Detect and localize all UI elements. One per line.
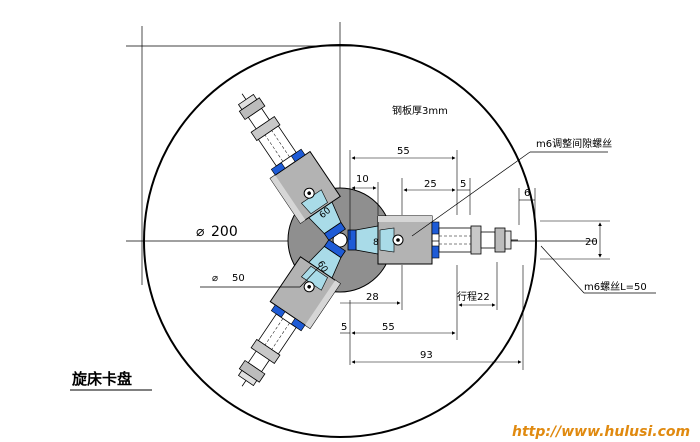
dim-20-label: 20	[585, 237, 598, 248]
plate-thickness-note: 钢板厚3mm	[392, 104, 448, 117]
dim-travel-label: 行程22	[457, 290, 490, 303]
diameter-symbol-big: ⌀	[196, 224, 205, 240]
diameter-big-label: 200	[211, 224, 238, 240]
dim-55-bottom-label: 55	[382, 322, 395, 333]
screw-top-leader	[411, 151, 531, 237]
screw-top-note: m6调整间隙螺丝	[536, 137, 612, 150]
dim-55-top-label: 55	[397, 146, 410, 157]
dim-5-bottom-label: 5	[341, 322, 347, 333]
drawing-title: 旋床卡盘	[71, 370, 132, 388]
dim-10-label: 10	[356, 174, 369, 185]
dim-6-label: 6	[524, 188, 530, 199]
watermark-text: http://www.hulusi.com	[512, 424, 690, 440]
dim-5-top-label: 5	[460, 179, 466, 190]
dim-28-label: 28	[366, 292, 379, 303]
jaw-assembly-upper-left	[221, 79, 358, 249]
dim-93-label: 93	[420, 350, 433, 361]
diameter-hub-label: 50	[232, 273, 245, 284]
jaw-assembly-lower-left	[221, 231, 358, 401]
screw-side-leader	[540, 245, 585, 294]
jaw-depth-label: 8	[373, 238, 379, 248]
screw-side-note: m6螺丝L=50	[584, 281, 647, 293]
dim-25-label: 25	[424, 179, 437, 190]
diameter-symbol-hub: ⌀	[212, 273, 218, 284]
